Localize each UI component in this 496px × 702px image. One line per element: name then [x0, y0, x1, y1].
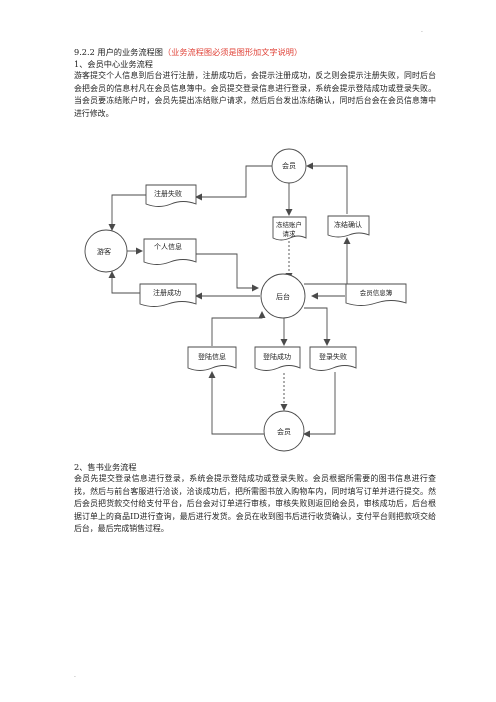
freeze-confirm-label: 冻结确认: [334, 220, 362, 229]
register-success-label: 注册成功: [153, 288, 181, 297]
register-fail-label: 注册失败: [154, 189, 182, 198]
register-fail-doc: [145, 184, 197, 207]
freeze-confirm-doc: [327, 215, 370, 238]
member-info-book-doc: [345, 283, 407, 306]
section-heading-text: 9.2.2 用户的业务流程图: [74, 47, 163, 57]
part1-title: 1、会员中心业务流程: [74, 59, 153, 69]
page-mark-top: .: [421, 27, 423, 34]
part2-paragraph: 会员先提交登录信息进行登录，系统会提示登陆成功或登录失败。会员根据所需要的图书信…: [74, 474, 436, 534]
member-info-book-label: 会员信息簿: [360, 288, 393, 297]
login-fail-label: 登录失败: [319, 352, 347, 361]
login-info-label: 登陆信息: [198, 352, 226, 361]
personal-info-doc: [143, 238, 197, 265]
part2-title: 2、售书业务流程: [74, 462, 137, 472]
backend-node: [260, 273, 306, 319]
section-heading: 9.2.2 用户的业务流程图（业务流程图必须是图形加文字说明）: [74, 46, 434, 58]
member-bottom-node: [263, 410, 305, 452]
connector-lines: [108, 162, 351, 438]
section-heading-note: （业务流程图必须是图形加文字说明）: [162, 47, 303, 57]
personal-info-label: 个人信息: [154, 242, 182, 251]
login-info-doc: [187, 346, 237, 371]
freeze-request-label-2: 请求: [283, 229, 297, 238]
part1-paragraph: 游客提交个人信息到后台进行注册，注册成功后，会提示注册成功，反之则会提示注册失败…: [74, 71, 436, 118]
login-success-label: 登陆成功: [263, 352, 291, 361]
page-mark-bottom: .: [74, 672, 76, 679]
member-bottom-label: 会员: [277, 427, 291, 436]
member-top-label: 会员: [282, 161, 296, 170]
visitor-node: [84, 229, 128, 273]
login-fail-doc: [309, 346, 357, 371]
register-success-doc: [139, 283, 197, 307]
backend-label: 后台: [276, 292, 290, 301]
freeze-request-doc: [272, 216, 307, 241]
freeze-request-label-1: 冻结账户: [276, 220, 302, 229]
visitor-label: 游客: [97, 247, 111, 256]
login-success-doc: [254, 346, 301, 371]
member-top-node: [271, 148, 307, 184]
